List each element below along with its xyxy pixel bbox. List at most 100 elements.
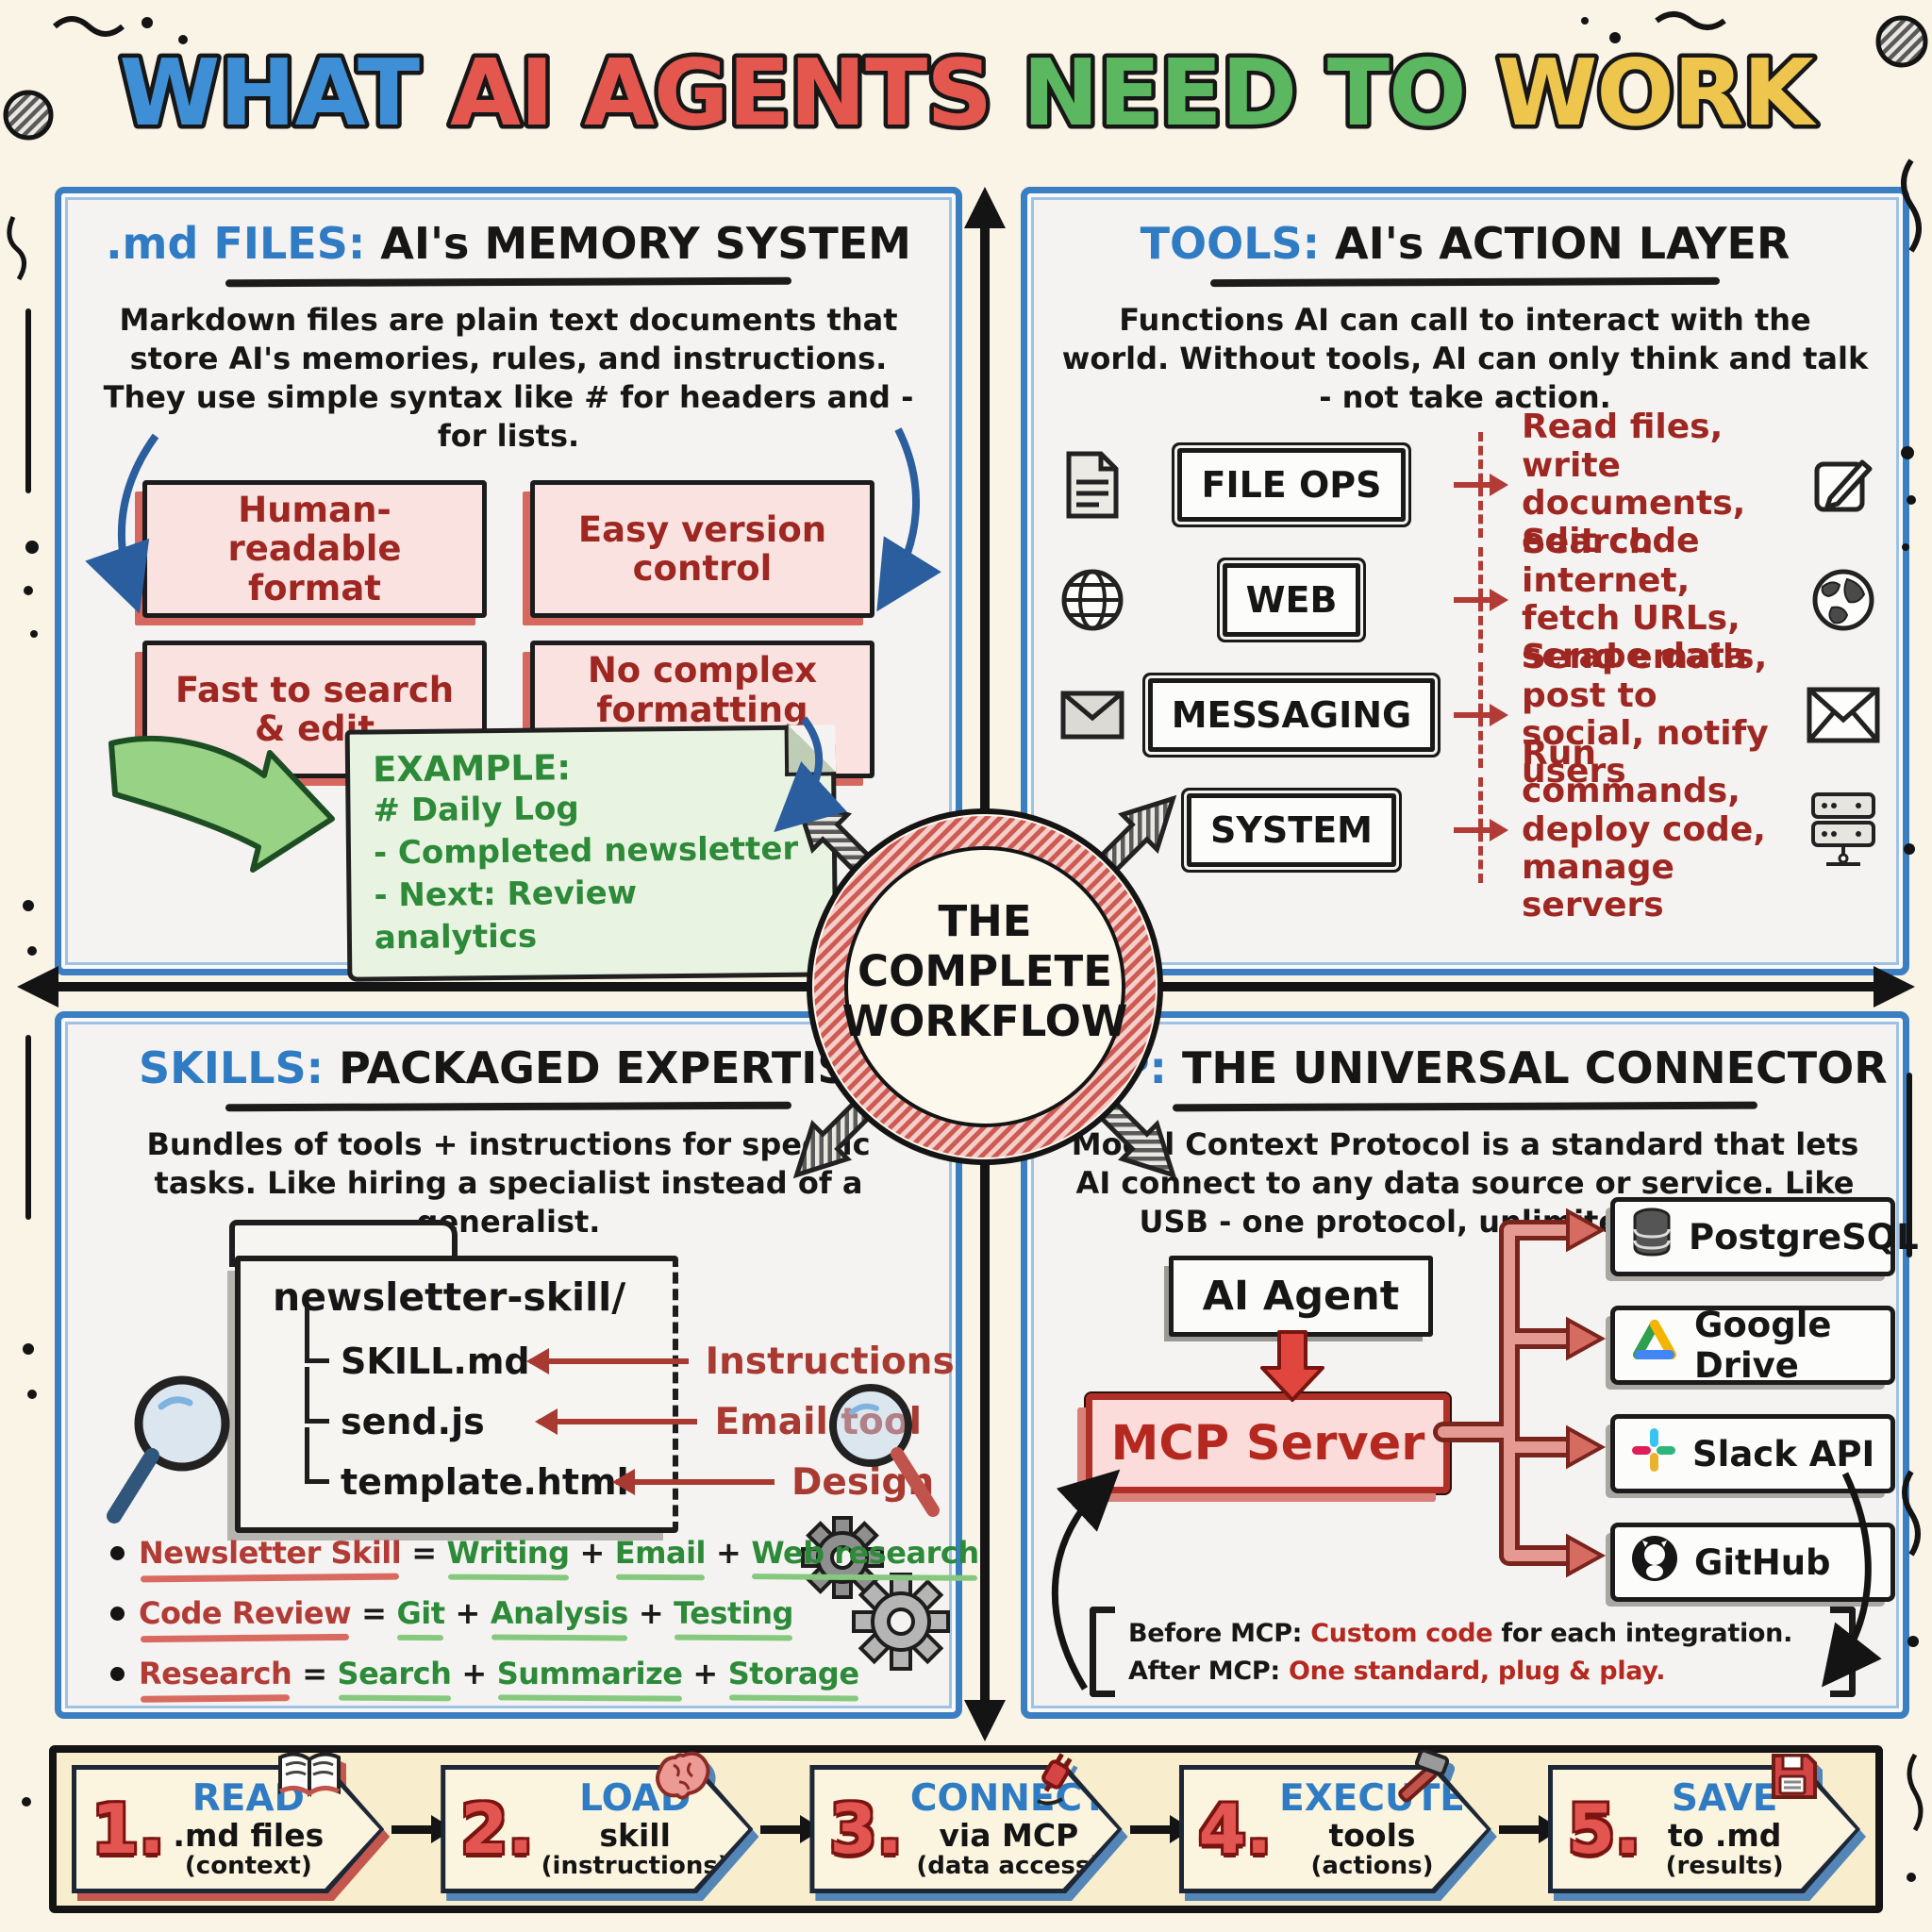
left-arrow xyxy=(535,1408,698,1435)
tool-label: SYSTEM xyxy=(1187,792,1396,867)
tool-desc: Run commands, deploy code, manage server… xyxy=(1522,734,1766,925)
bullet-dot xyxy=(110,1666,125,1681)
title-word-what: WHAT xyxy=(119,40,420,146)
service-name: PostgreSQL xyxy=(1689,1216,1919,1257)
plus-sign: + xyxy=(638,1595,664,1631)
tool-row-web: WEB Search internet, fetch URLs, scrape … xyxy=(1052,524,1884,675)
tool-separator-arrow xyxy=(1450,776,1510,883)
step-number: 5. xyxy=(1567,1790,1641,1869)
plug-icon xyxy=(1028,1750,1083,1816)
step-number: 4. xyxy=(1198,1790,1273,1869)
edit-icon xyxy=(1803,451,1884,519)
step-number: 2. xyxy=(460,1790,534,1869)
step-title: CONNECT xyxy=(909,1777,1108,1821)
tool-desc: Send emails, post to social, notify user… xyxy=(1522,638,1769,791)
skill-component: Storage xyxy=(727,1656,859,1691)
skill-component: Analysis xyxy=(490,1595,629,1631)
skill-formula: Research = Search + Summarize + Storage xyxy=(110,1656,922,1691)
quadrant-skills: SKILLS: PACKAGED EXPERTISE Bundles of to… xyxy=(55,1011,979,1719)
folder-name: newsletter-skill/ xyxy=(273,1274,626,1320)
left-arrow xyxy=(525,1348,689,1374)
service-slack: Slack API xyxy=(1610,1414,1895,1493)
left-arrow xyxy=(612,1469,774,1495)
after-highlight: One standard, plug & play. xyxy=(1288,1656,1666,1686)
after-label: After MCP: xyxy=(1128,1656,1280,1686)
quadrant-mcp: MCP: THE UNIVERSAL CONNECTOR Model Conte… xyxy=(1021,1011,1919,1719)
example-note: EXAMPLE: # Daily Log - Completed newslet… xyxy=(344,724,839,982)
folder-file-row: send.js Email tool xyxy=(299,1367,922,1448)
slack-icon xyxy=(1630,1426,1677,1482)
tools-description: Functions AI can call to interact with t… xyxy=(1061,302,1869,415)
skill-component: Summarize xyxy=(496,1656,683,1691)
workflow-step-execute: 4. EXECUTE tools (actions) xyxy=(1178,1748,1491,1893)
md-files-heading: .md FILES: AI's MEMORY SYSTEM xyxy=(61,218,956,269)
tool-label: WEB xyxy=(1222,562,1361,637)
skill-component: Web research xyxy=(751,1535,979,1571)
service-google-drive: Google Drive xyxy=(1610,1305,1895,1386)
tool-separator-arrow xyxy=(1450,546,1510,653)
step-subject: skill xyxy=(599,1817,671,1855)
skills-description: Bundles of tools + instructions for spec… xyxy=(146,1126,871,1240)
skill-formulas: Newsletter Skill = Writing + Email + Web… xyxy=(110,1535,979,1716)
bracket-right xyxy=(1830,1607,1856,1697)
hub-line: COMPLETE xyxy=(858,946,1112,997)
step-arrow xyxy=(760,1814,824,1843)
equals-sign: = xyxy=(411,1535,437,1571)
tool-separator-arrow xyxy=(1450,431,1510,538)
heading-underline xyxy=(1172,1101,1758,1112)
md-files-description: Markdown files are plain text documents … xyxy=(103,302,914,454)
step-title: SAVE xyxy=(1671,1777,1778,1821)
service-github: GitHub xyxy=(1610,1523,1895,1602)
skills-heading-accent: SKILLS: xyxy=(139,1042,325,1093)
bracket-left xyxy=(1090,1607,1115,1697)
mcp-server-box: MCP Server xyxy=(1086,1393,1450,1493)
tool-label: FILE OPS xyxy=(1177,447,1406,522)
title-word-work: WORK xyxy=(1496,40,1817,146)
step-note: (instructions) xyxy=(541,1851,729,1880)
heading-underline xyxy=(1209,276,1721,288)
workflow-step-save: 5. SAVE to .md (results) xyxy=(1547,1754,1861,1893)
github-icon xyxy=(1630,1534,1679,1591)
hub-line: THE xyxy=(938,896,1032,946)
example-note-line: - Next: Review analytics xyxy=(374,874,638,958)
tool-label: MESSAGING xyxy=(1147,677,1436,752)
workflow-step-load: 2. LOAD skill (instructions) xyxy=(441,1751,754,1893)
skill-component: Email xyxy=(614,1535,707,1571)
step-arrow xyxy=(1498,1814,1561,1843)
skill-name: Research xyxy=(139,1656,292,1691)
plus-sign: + xyxy=(692,1656,718,1691)
folder-file-row: SKILL.md Instructions xyxy=(299,1307,955,1388)
hammer-icon xyxy=(1390,1748,1452,1812)
step-subject: tools xyxy=(1328,1817,1416,1855)
mcp-heading-rest: THE UNIVERSAL CONNECTOR xyxy=(1166,1042,1888,1093)
example-note-title: EXAMPLE: xyxy=(372,747,572,791)
skill-formula: Newsletter Skill = Writing + Email + Web… xyxy=(110,1535,979,1571)
workflow-step-read: 1. READ .md files (context) xyxy=(72,1752,385,1893)
title-word-need: NEED xyxy=(1023,40,1296,146)
service-name: Slack API xyxy=(1692,1433,1875,1474)
workflow-hub-label: THE COMPLETE WORKFLOW xyxy=(834,896,1136,1046)
step-note: (data access) xyxy=(916,1851,1102,1880)
server-icon xyxy=(1803,791,1884,870)
brain-icon xyxy=(653,1750,713,1807)
file-label: Instructions xyxy=(705,1340,955,1383)
md-feature-box: Human-readable format xyxy=(142,479,487,619)
step-note: (context) xyxy=(184,1851,312,1880)
quadrant-tools: TOOLS: AI's ACTION LAYER Functions AI ca… xyxy=(1021,187,1909,975)
title-word-ai: AI xyxy=(450,40,553,146)
title-word-agents: AGENTS xyxy=(584,40,991,146)
skill-component: Search xyxy=(337,1656,452,1691)
md-feature-box: Easy version control xyxy=(530,479,874,619)
google-drive-icon xyxy=(1630,1319,1679,1373)
step-arrow xyxy=(1129,1814,1192,1843)
step-note: (results) xyxy=(1665,1851,1784,1880)
plus-sign: + xyxy=(455,1595,481,1631)
step-subject: .md files xyxy=(173,1817,325,1855)
skills-heading-rest: PACKAGED EXPERTISE xyxy=(324,1042,878,1093)
mcp-before-after-note: Before MCP: Custom code for each integra… xyxy=(1090,1607,1856,1697)
magnifier-icon xyxy=(107,1375,230,1524)
tool-row-messaging: MESSAGING Send emails, post to social, n… xyxy=(1052,639,1884,791)
equals-sign: = xyxy=(361,1595,387,1631)
bullet-dot xyxy=(110,1545,125,1560)
